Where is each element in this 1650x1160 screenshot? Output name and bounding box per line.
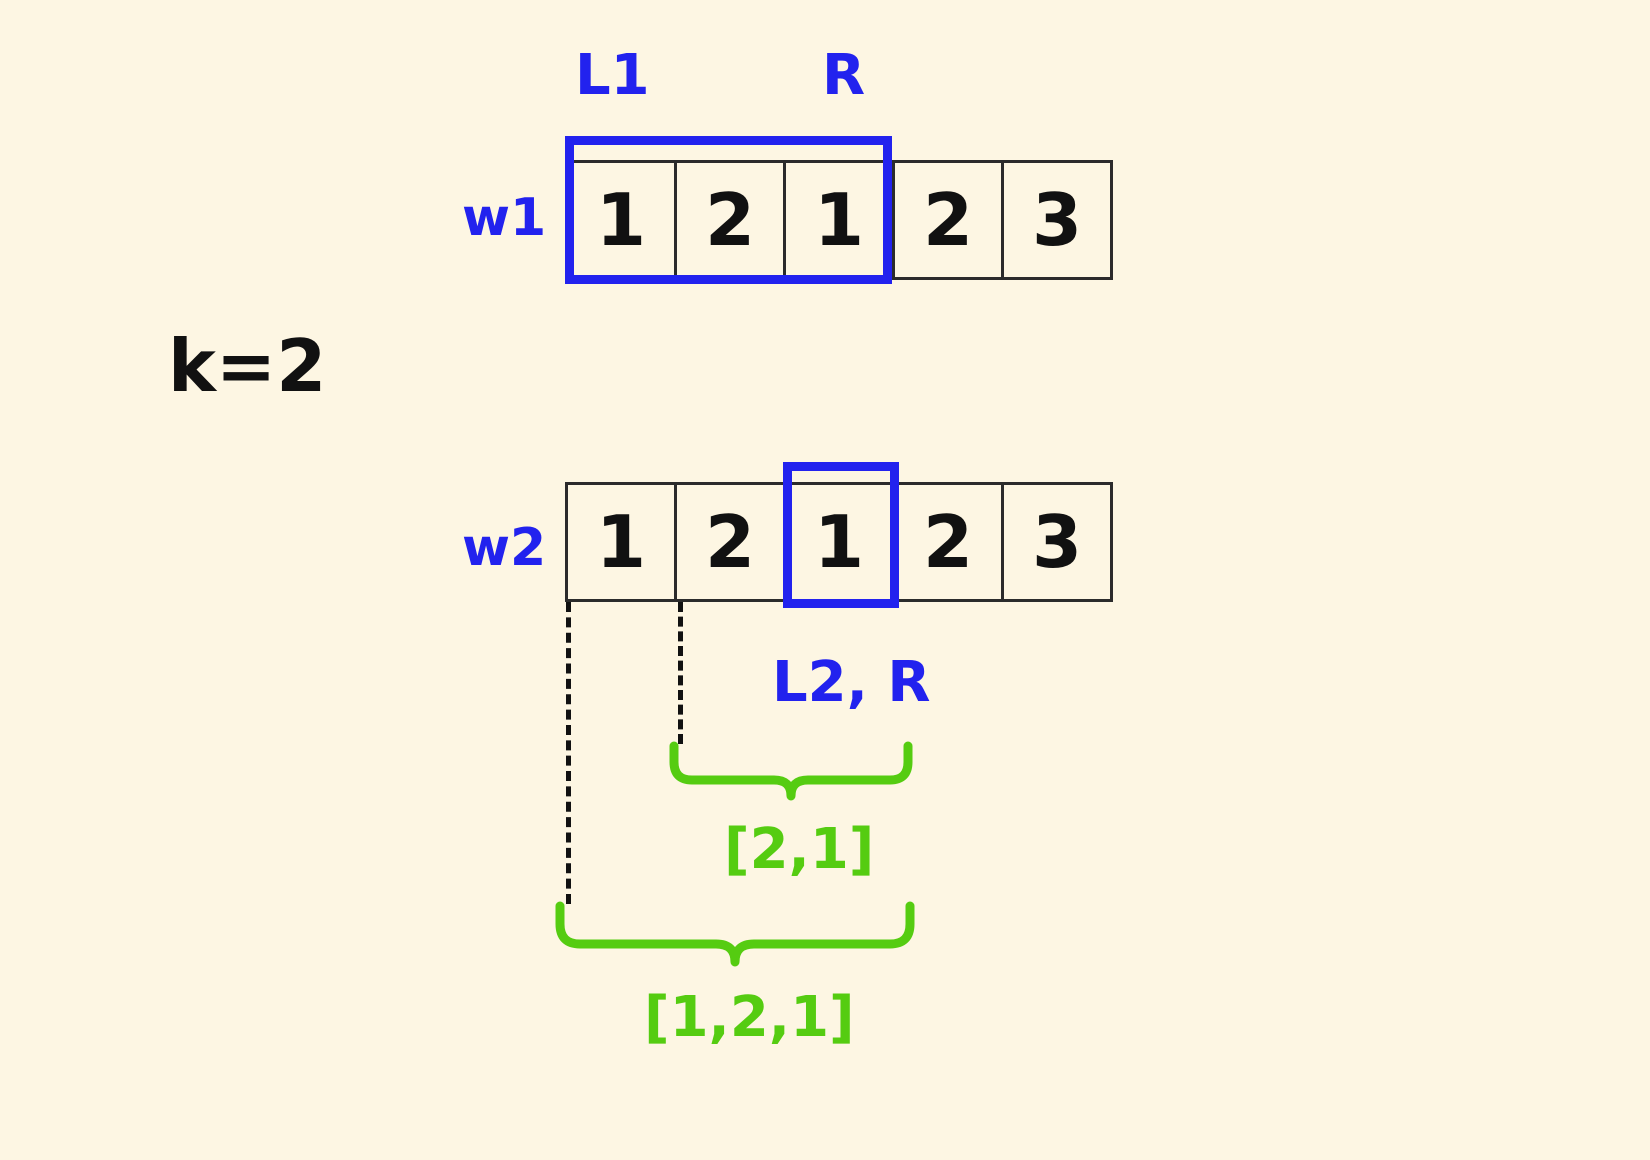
window-highlight-w1 xyxy=(565,136,892,284)
pointer-label-r-top: R xyxy=(822,43,866,108)
cell-w1-4[interactable]: 3 xyxy=(1001,160,1113,280)
cell-w2-0[interactable]: 1 xyxy=(565,482,677,602)
brace-lower-label: [1,2,1] xyxy=(644,985,855,1050)
cell-w2-3[interactable]: 2 xyxy=(892,482,1004,602)
brace-upper-label: [2,1] xyxy=(724,817,875,882)
guide-line-index0 xyxy=(566,602,571,904)
row-label-w2: w2 xyxy=(462,518,547,578)
pointer-label-l1: L1 xyxy=(575,43,650,108)
array-w2: 1 2 1 2 3 xyxy=(565,482,1113,602)
row-label-w1: w1 xyxy=(462,188,547,248)
guide-line-index1 xyxy=(678,602,683,744)
window-highlight-w2 xyxy=(783,462,899,608)
k-value-label: k=2 xyxy=(168,324,327,408)
cell-w2-4[interactable]: 3 xyxy=(1001,482,1113,602)
cell-w1-2[interactable]: 1 xyxy=(783,160,895,280)
brace-lower xyxy=(555,901,915,967)
cell-w1-3[interactable]: 2 xyxy=(892,160,1004,280)
pointer-label-l2-r: L2, R xyxy=(772,650,931,715)
cell-w2-1[interactable]: 2 xyxy=(674,482,786,602)
brace-upper xyxy=(669,741,913,801)
